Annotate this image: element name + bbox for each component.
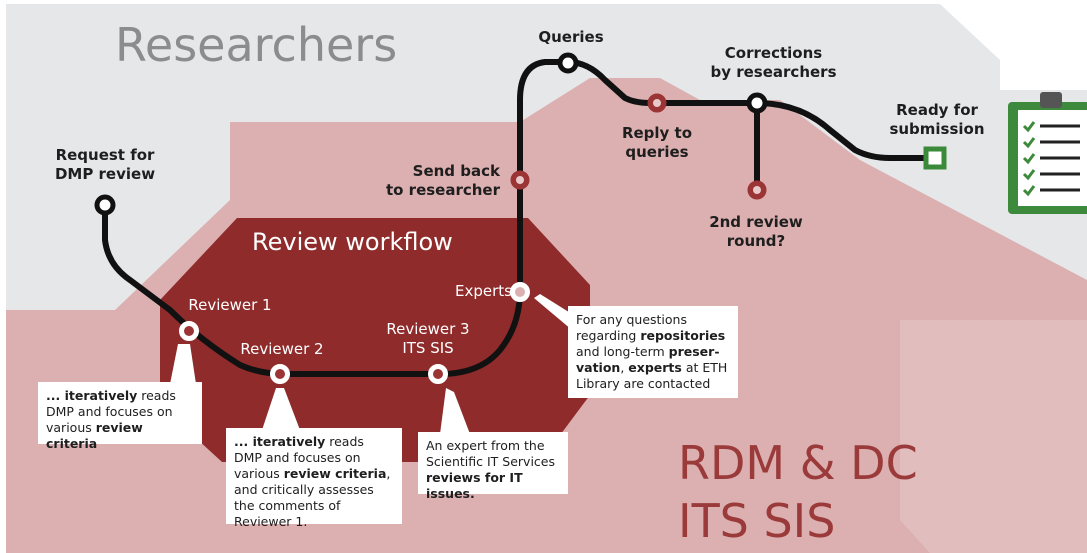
label-request: Request for DMP review bbox=[54, 146, 156, 183]
note-reviewer2-part: iteratively bbox=[252, 434, 326, 449]
note-experts-part: at ETH Library are contacted bbox=[576, 360, 728, 391]
station-queries bbox=[557, 52, 579, 74]
note-experts-part: and long-term bbox=[576, 344, 669, 359]
station-reviewer3-core bbox=[433, 369, 443, 379]
review-workflow-title: Review workflow bbox=[252, 228, 453, 256]
rdm-dc-lower-light bbox=[900, 320, 1087, 553]
station-second-round-core bbox=[753, 186, 761, 194]
label-reply: Reply to queries bbox=[621, 124, 693, 161]
station-send-back-core bbox=[516, 176, 524, 184]
note-reviewer1-part: ... bbox=[46, 388, 65, 403]
label-second-round: 2nd review round? bbox=[709, 213, 803, 250]
note-experts-part: repositories bbox=[640, 328, 726, 343]
label-queries: Queries bbox=[538, 28, 604, 46]
label-experts: Experts bbox=[455, 282, 512, 300]
station-experts-core bbox=[515, 287, 525, 297]
note-reviewer3: An expert from the Scientific IT Service… bbox=[418, 432, 568, 501]
its-sis-title: ITS SIS bbox=[678, 494, 836, 548]
station-request bbox=[94, 194, 116, 216]
note-reviewer2-part: reads DMP and focuses on various bbox=[234, 434, 364, 481]
note-reviewer1-part: iteratively bbox=[64, 388, 138, 403]
note-reviewer2-part: , and critically assesses the comments o… bbox=[234, 466, 391, 529]
label-reviewer3: Reviewer 3 ITS SIS bbox=[386, 320, 470, 357]
researchers-title: Researchers bbox=[115, 18, 398, 72]
label-corrections: Corrections by researchers bbox=[710, 44, 837, 81]
note-reviewer1-part: review criteria bbox=[46, 420, 143, 451]
station-reviewer2-core bbox=[275, 369, 285, 379]
note-reviewer3-part: reviews for IT issues. bbox=[426, 470, 523, 501]
note-experts-part: preser-vation bbox=[576, 344, 720, 375]
station-ready bbox=[923, 146, 947, 170]
label-ready: Ready for submission bbox=[889, 101, 985, 138]
note-experts: For any questions regarding repositories… bbox=[568, 306, 738, 398]
station-corrections bbox=[746, 92, 768, 114]
rdm-dc-title: RDM & DC bbox=[678, 436, 918, 490]
label-reviewer1: Reviewer 1 bbox=[188, 296, 272, 314]
station-reply-core bbox=[653, 99, 661, 107]
note-experts-part: experts bbox=[628, 360, 682, 375]
label-send-back: Send back to researcher bbox=[385, 162, 500, 199]
note-experts-part: For any questions regarding bbox=[576, 312, 687, 343]
note-reviewer1: ... iteratively reads DMP and focuses on… bbox=[38, 382, 202, 451]
note-reviewer2-part: ... bbox=[234, 434, 253, 449]
note-reviewer3-part: An expert from the Scientific IT Service… bbox=[426, 438, 555, 469]
note-reviewer2-part: review criteria bbox=[283, 466, 387, 481]
note-experts-part: , bbox=[620, 360, 629, 375]
clipboard-checklist-icon bbox=[1008, 92, 1087, 214]
station-reviewer1-core bbox=[184, 326, 194, 336]
workflow-line bbox=[102, 59, 938, 377]
note-reviewer2: ... iteratively reads DMP and focuses on… bbox=[226, 428, 402, 529]
note-reviewer1-part: reads DMP and focuses on various bbox=[46, 388, 176, 435]
label-reviewer2: Reviewer 2 bbox=[240, 340, 324, 358]
